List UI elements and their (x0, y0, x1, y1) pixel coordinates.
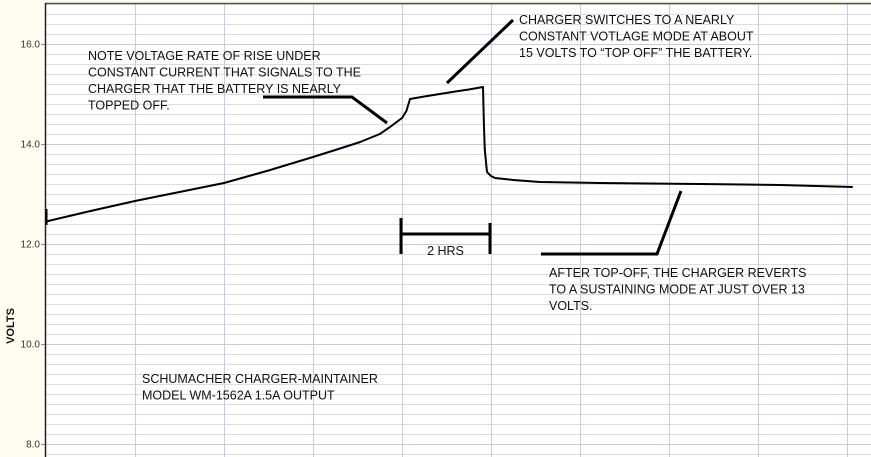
annotation-sustaining-line: TO A SUSTAINING MODE AT JUST OVER 13 (549, 283, 805, 297)
annotation-sustaining-line: AFTER TOP-OFF, THE CHARGER REVERTS (549, 266, 806, 280)
leader-line-sustaining (541, 190, 683, 256)
y-tick-label: 12.0 (21, 240, 41, 251)
annotation-leader-lines (263, 18, 683, 256)
scale-bar-2-hrs: 2 HRS (399, 218, 492, 258)
leader-line-constant-voltage (445, 18, 515, 85)
y-axis-label: VOLTS (5, 308, 17, 344)
plot-area (45, 3, 871, 457)
annotation-constant-voltage-line: CONSTANT VOTLAGE MODE AT ABOUT (519, 30, 754, 44)
annotation-rate-of-rise-line: TOPPED OFF. (88, 99, 170, 113)
horizontal-gridlines (45, 4, 871, 455)
annotation-constant-voltage-line: CHARGER SWITCHES TO A NEARLY (519, 13, 735, 27)
annotations: NOTE VOLTAGE RATE OF RISE UNDER CONSTANT … (88, 13, 806, 403)
annotation-model-line: MODEL WM-1562A 1.5A OUTPUT (142, 389, 335, 403)
y-axis-ticks: 8.0 10.0 12.0 14.0 16.0 (21, 40, 45, 451)
annotation-rate-of-rise-line: NOTE VOLTAGE RATE OF RISE UNDER (88, 49, 321, 63)
y-tick-label: 14.0 (21, 140, 41, 151)
scale-bar-label: 2 HRS (427, 244, 464, 258)
annotation-rate-of-rise-line: CHARGER THAT THE BATTERY IS NEARLY (88, 82, 342, 96)
series-line-battery-voltage (45, 86, 853, 223)
y-tick-label: 10.0 (21, 340, 41, 351)
leader-line-rate-of-rise (263, 95, 388, 125)
annotation-model-line: SCHUMACHER CHARGER-MAINTAINER (142, 372, 378, 386)
y-tick-label: 16.0 (21, 40, 41, 51)
y-tick-label: 8.0 (26, 440, 40, 451)
annotation-rate-of-rise-line: CONSTANT CURRENT THAT SIGNALS TO THE (88, 66, 361, 80)
annotation-sustaining-line: VOLTS. (549, 299, 593, 313)
annotation-constant-voltage-line: 15 VOLTS TO “TOP OFF” THE BATTERY. (519, 46, 752, 60)
